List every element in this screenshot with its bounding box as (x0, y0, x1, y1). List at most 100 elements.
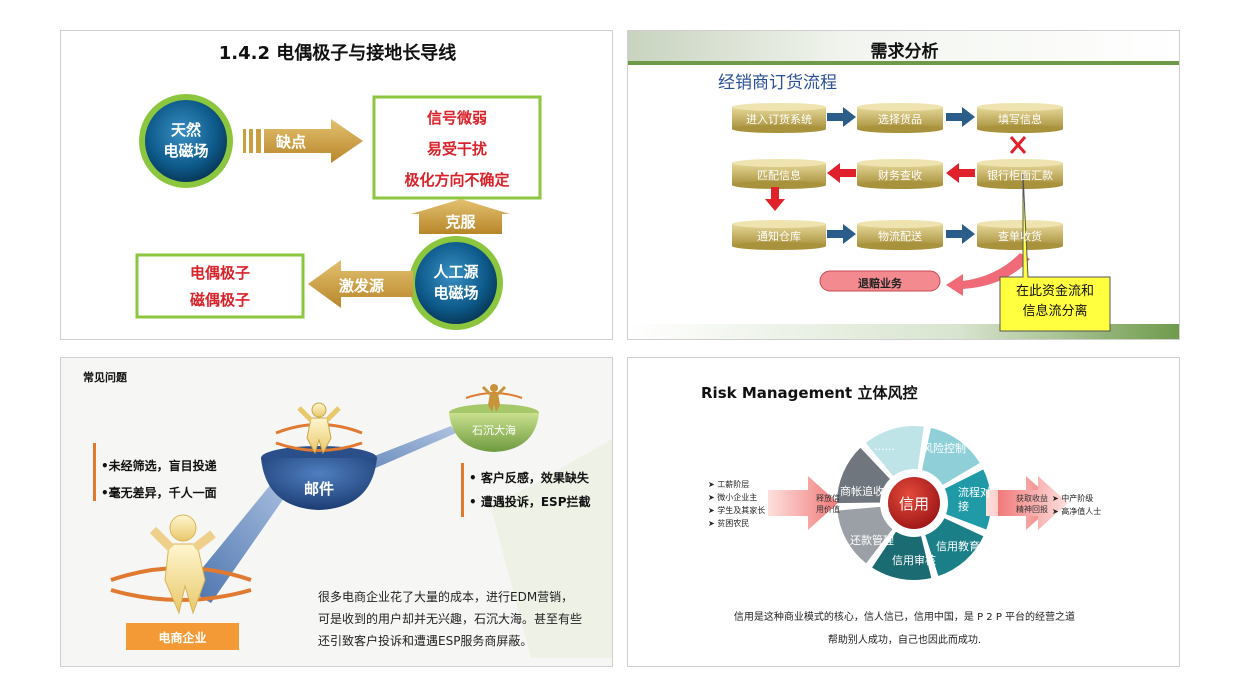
list-item: ➤ 中产阶级 (1052, 494, 1094, 503)
bullet-item: •未经筛选，盲目投递 (101, 459, 217, 473)
right-bullets: • 客户反感，效果缺失 • 遭遇投诉，ESP拦截 (469, 466, 591, 514)
risk-wheel (835, 424, 993, 582)
flow-arrow (946, 224, 975, 244)
bullet-text: 客户反感，效果缺失 (480, 471, 589, 485)
flow-arrow-down (765, 187, 785, 211)
caption-line1: 信用是这种商业模式的核心，信人信已，信用中国，是 P 2 P 平台的经营之道 (733, 612, 1076, 623)
defect-item: 易受干扰 (426, 140, 487, 158)
enterprise-person-icon (149, 514, 216, 615)
red-x-icon (1009, 136, 1027, 154)
callout-box (999, 173, 1111, 332)
credit-label: 信用 (898, 495, 929, 513)
flow-step-shape (732, 107, 826, 129)
bullet-item: •毫无差异，千人一面 (101, 486, 217, 500)
flow-step-shape (857, 163, 943, 185)
flow-step: 查单收货 (998, 230, 1042, 243)
callout-line: 信息流分离 (1022, 304, 1088, 319)
segment-more: ...... (874, 440, 895, 453)
list-text: 学生及其家长 (717, 506, 766, 515)
list-text: 高净值人士 (1061, 507, 1102, 516)
flow-step-shape (977, 107, 1063, 129)
dipole-diagram (135, 94, 542, 330)
page-title: 1.4.2 电偶极子与接地长导线 (218, 43, 457, 64)
panel-edm-problems: 常见问题 •未经筛选，盲目投递 •毫无差异，千人一面 邮件 石沉大海 • 客户反… (60, 357, 613, 667)
list-item: ➤ 微小企业主 (708, 493, 758, 502)
right-list: ➤ 中产阶级 ➤ 高净值人士 (1052, 492, 1101, 518)
bullet-text: 未经筛选，盲目投递 (108, 459, 217, 473)
flow-step: 财务查收 (878, 169, 922, 182)
flow-step-top (857, 103, 943, 111)
flow-shapes (732, 103, 1063, 250)
flow-step: 匹配信息 (757, 169, 801, 182)
paragraph-line: 可是收到的用户却并无兴趣，石沉大海。甚至有些 (318, 612, 583, 626)
right-arrow-text: 获取收益 精神回报 (1012, 493, 1052, 515)
flow-step-top (977, 103, 1063, 111)
excite-label: 激发源 (339, 277, 385, 295)
arrow-text-line: 用价值 (816, 505, 840, 514)
paragraph-line: 很多电商企业花了大量的成本，进行EDM营销， (318, 590, 574, 604)
wheel-segment (869, 529, 934, 582)
flow-step-shape (857, 107, 943, 129)
flow-step-top (977, 220, 1063, 228)
flow-step-top (732, 159, 826, 167)
panel-risk-management: Risk Management 立体风控 ➤ 工薪阶层 ➤ 微小企业主 ➤ 学生… (627, 357, 1180, 667)
flow-step: 进入订货系统 (746, 113, 812, 126)
segment-review: 信用审核 (892, 554, 936, 567)
sink-label: 石沉大海 (472, 424, 516, 437)
bullet-bar (461, 463, 464, 517)
flow-step-top (857, 159, 943, 167)
edm-diagram (93, 384, 612, 658)
left-list: ➤ 工薪阶层 ➤ 微小企业主 ➤ 学生及其家长 ➤ 贫困农民 (708, 478, 765, 530)
flow-step-top (732, 103, 826, 111)
wheel-segment (942, 466, 993, 533)
panel-order-flow: 需求分析 经销商订货流程 进入订货系统 选择货品 填写信息 匹配信息 财务查收 … (627, 30, 1180, 340)
callout-line: 在此资金流和 (1015, 284, 1094, 299)
small-person-icon (481, 384, 507, 412)
arrow-text-line: 获取收益 (1016, 494, 1048, 503)
bullet-item: • 遭遇投诉，ESP拦截 (469, 495, 591, 509)
risk-diagram (768, 424, 1068, 582)
left-bullets: •未经筛选，盲目投递 •毫无差异，千人一面 (101, 453, 217, 507)
bullet-text: 遭遇投诉，ESP拦截 (480, 495, 591, 509)
flow-step: 通知仓库 (757, 230, 801, 243)
header-bar (628, 31, 1179, 61)
segment-education: 信用教育 (936, 540, 980, 553)
bg-shape (491, 439, 612, 658)
natural-field-label: 天然 电磁场 (146, 120, 226, 162)
list-item: ➤ 工薪阶层 (708, 480, 750, 489)
defect-item: 信号微弱 (426, 109, 487, 127)
list-text: 微小企业主 (717, 493, 758, 502)
wheel-segment (835, 504, 896, 567)
flow-step-bottom (732, 181, 826, 189)
flow-step-top (977, 159, 1063, 167)
defects-box (372, 95, 542, 200)
risk-title: Risk Management 立体风控 (701, 384, 918, 402)
flow-arrow (946, 107, 975, 127)
artificial-field-circle (415, 242, 497, 324)
source-item: 磁偶极子 (189, 291, 250, 309)
mail-label: 邮件 (303, 480, 334, 498)
flow-step-top (857, 220, 943, 228)
bullet-item: • 客户反感，效果缺失 (469, 471, 589, 485)
paragraph-line: 还引致客户投诉和遭遇ESP服务商屏蔽。 (318, 634, 533, 648)
defect-label: 缺点 (276, 133, 307, 151)
artificial-field-line2: 电磁场 (433, 284, 479, 302)
natural-field-circle (145, 100, 227, 182)
arrow-text-line: 释放信 (816, 494, 840, 503)
artificial-field-label: 人工源 电磁场 (416, 262, 496, 304)
flow-step-bottom (732, 125, 826, 133)
segment-risk-control: 风险控制 (922, 442, 966, 455)
right-arrow (998, 476, 1068, 530)
wheel-segment (835, 444, 893, 506)
flow-step-bottom (857, 125, 943, 133)
caption-line2: 帮助别人成功，自己也因此而成功. (827, 635, 982, 646)
credit-core (886, 475, 942, 531)
enterprise-label: 电商企业 (158, 631, 207, 645)
flow-step: 物流配送 (878, 230, 922, 243)
artificial-field-line1: 人工源 (433, 263, 479, 281)
bullet-text: 毫无差异，千人一面 (108, 486, 217, 500)
natural-field-line1: 天然 (170, 121, 201, 139)
flow-step: 选择货品 (878, 113, 922, 126)
list-item: ➤ 高净值人士 (1052, 507, 1102, 516)
wheel-segment (922, 515, 987, 579)
